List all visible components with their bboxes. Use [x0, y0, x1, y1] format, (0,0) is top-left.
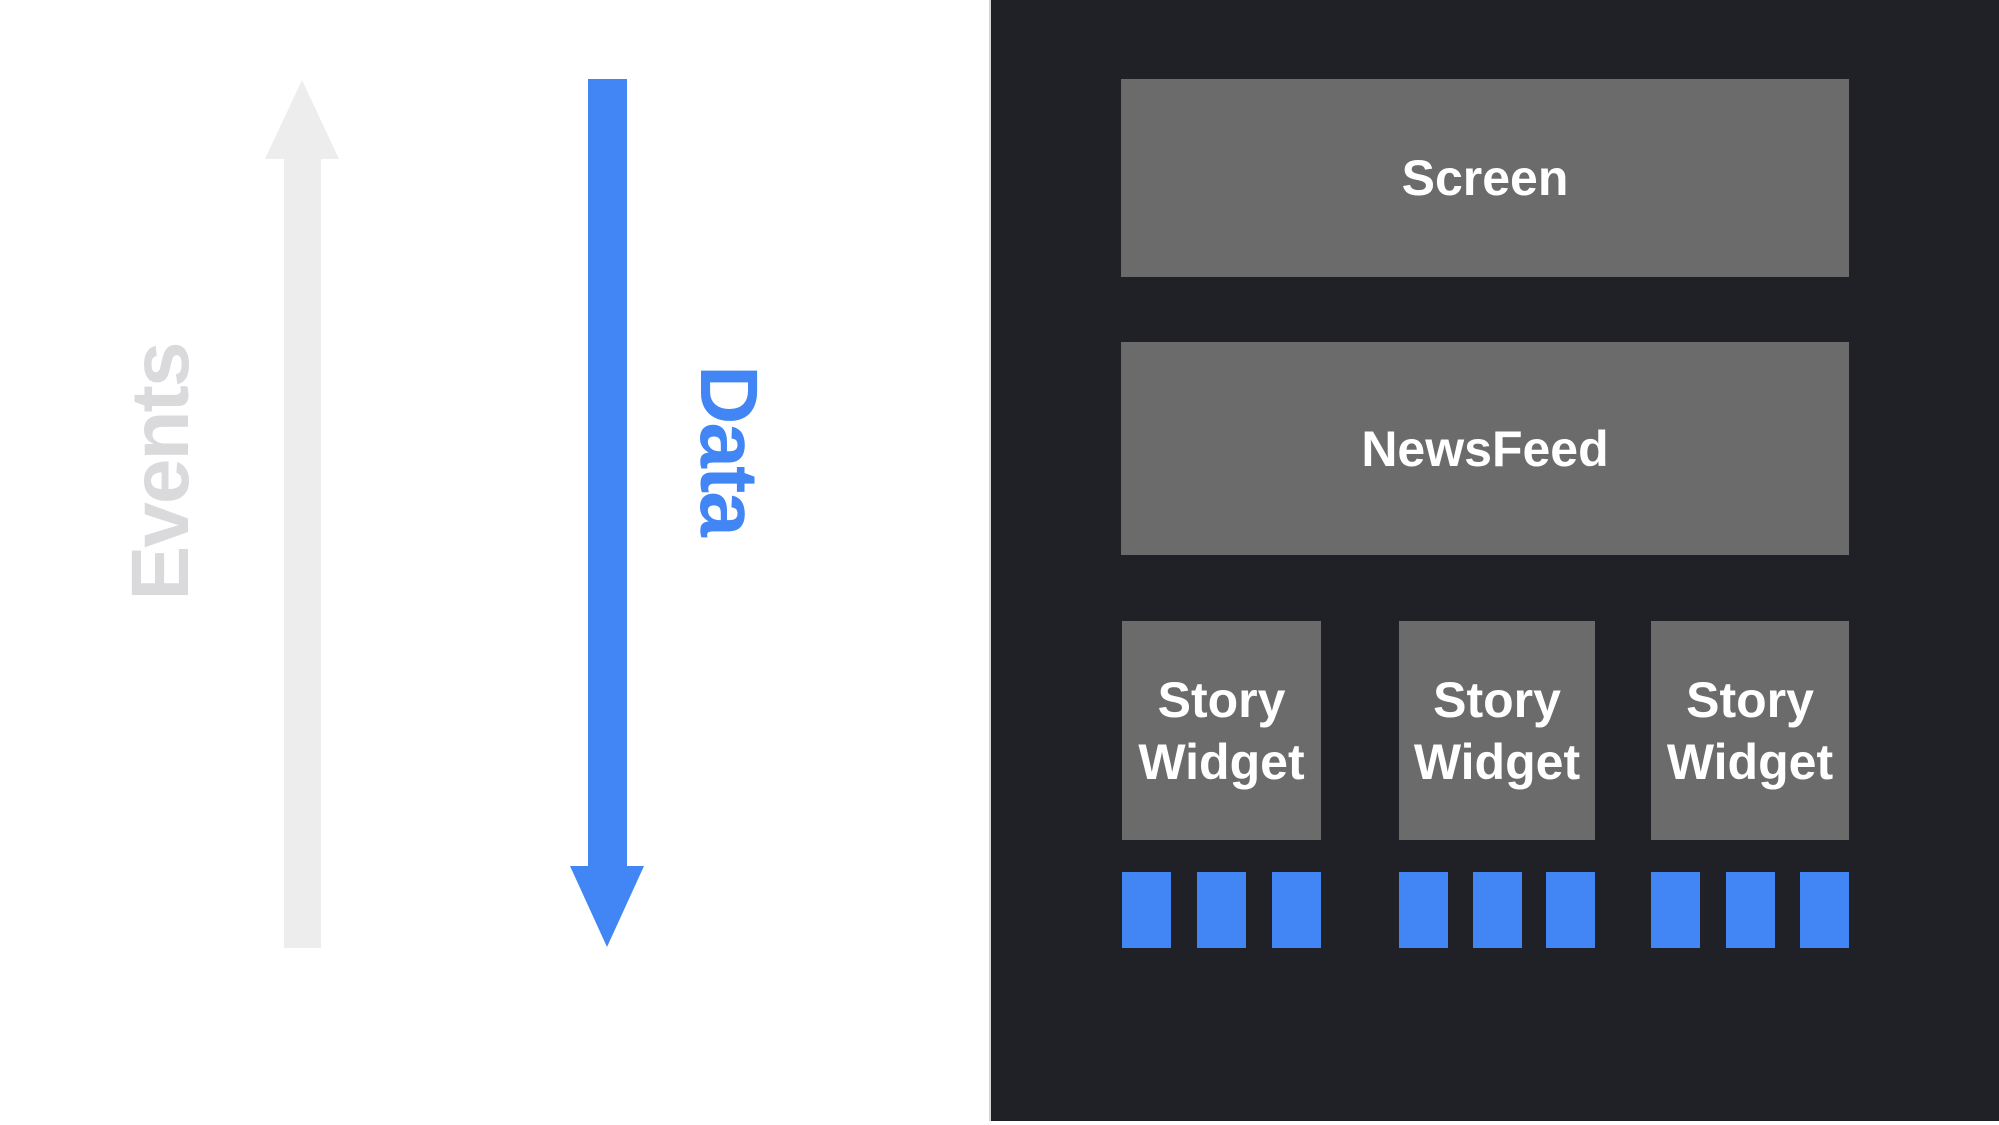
screen-widget-box: Screen — [1121, 79, 1849, 277]
data-arrow-down-head-icon — [570, 866, 644, 947]
data-block — [1472, 872, 1522, 948]
story-widget-label: Story Widget — [1413, 671, 1581, 790]
data-block — [1197, 872, 1246, 948]
data-arrow-down-shaft — [588, 79, 627, 866]
data-block — [1272, 872, 1321, 948]
newsfeed-widget-box: NewsFeed — [1121, 342, 1849, 555]
data-block — [1651, 872, 1700, 948]
data-block — [1546, 872, 1595, 948]
newsfeed-widget-label: NewsFeed — [1361, 420, 1609, 477]
data-block — [1122, 872, 1171, 948]
data-label: Data — [683, 365, 774, 535]
story-data-blocks-row — [1122, 872, 1321, 948]
events-arrow-up-head-icon — [265, 80, 339, 159]
story-widget-label: Story Widget — [1138, 671, 1305, 790]
data-block — [1725, 872, 1775, 948]
widget-tree-panel: Screen NewsFeed Story Widget Story Widge… — [989, 0, 1999, 1121]
story-widget-label: Story Widget — [1666, 671, 1834, 790]
data-block — [1399, 872, 1448, 948]
story-data-blocks-row — [1399, 872, 1595, 948]
screen-widget-label: Screen — [1401, 150, 1569, 206]
story-widget-box: Story Widget — [1399, 621, 1595, 840]
events-label: Events — [115, 343, 206, 601]
data-block — [1800, 872, 1849, 948]
story-data-blocks-row — [1651, 872, 1849, 948]
story-widget-box: Story Widget — [1651, 621, 1849, 840]
events-arrow-up-shaft — [284, 158, 321, 948]
story-widget-box: Story Widget — [1122, 621, 1321, 840]
